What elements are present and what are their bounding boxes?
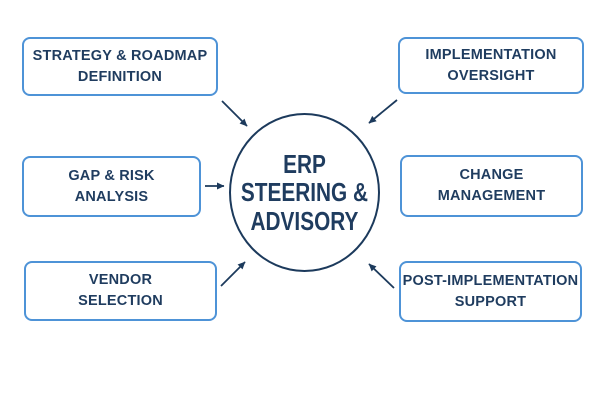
arrow-support-to-center	[368, 263, 395, 289]
arrow-vendor-to-center	[220, 261, 246, 287]
arrow-oversight-to-center	[368, 99, 398, 124]
node-implementation-oversight: IMPLEMENTATION OVERSIGHT	[398, 37, 584, 94]
center-circle: ERP STEERING & ADVISORY	[229, 113, 380, 272]
node-strategy-roadmap-definition: STRATEGY & ROADMAP DEFINITION	[22, 37, 218, 96]
node-change-management: CHANGE MANAGEMENT	[400, 155, 583, 217]
node-vendor-selection: VENDOR SELECTION	[24, 261, 217, 321]
arrow-strategy-to-center	[221, 100, 248, 127]
node-label-line: OVERSIGHT	[447, 67, 535, 84]
node-label-line: ANALYSIS	[74, 188, 149, 205]
node-label-line: MANAGEMENT	[437, 188, 546, 204]
node-post-implementation-support: POST-IMPLEMENTATION SUPPORT	[399, 261, 582, 322]
node-label-line: IMPLEMENTATION	[425, 46, 557, 63]
node-label-line: GAP & RISK	[68, 167, 155, 184]
node-label-line: CHANGE	[459, 167, 524, 184]
center-label-line: ERP	[283, 148, 326, 179]
node-label-line: VENDOR	[88, 272, 153, 289]
center-label-line: STEERING &	[240, 177, 369, 208]
center-label-line: ADVISORY	[250, 205, 359, 236]
node-label-line: DEFINITION	[77, 68, 163, 85]
center-circle-label: ERP STEERING & ADVISORY	[241, 150, 368, 236]
node-gap-risk-analysis: GAP & RISK ANALYSIS	[22, 156, 201, 217]
node-label-line: SUPPORT	[454, 293, 527, 310]
node-label-line: STRATEGY & ROADMAP	[32, 47, 208, 64]
node-label-line: SELECTION	[78, 293, 163, 309]
node-label-line: POST-IMPLEMENTATION	[402, 272, 579, 289]
